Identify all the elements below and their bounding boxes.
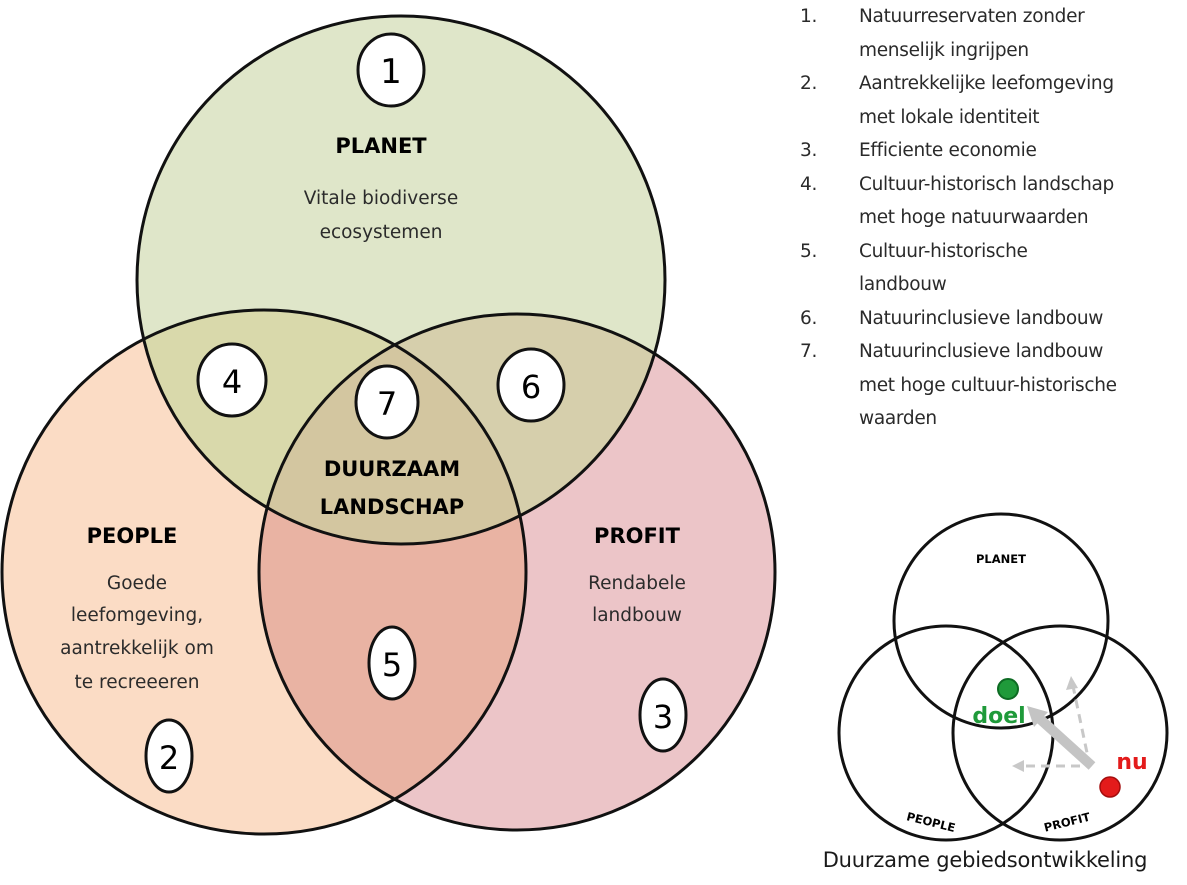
legend-item-number: 2.: [800, 73, 818, 94]
current-marker: [1099, 776, 1121, 798]
small-planet-circle: [892, 512, 1110, 730]
badge-number: 4: [222, 363, 242, 401]
legend-item-line: Natuurreservaten zonder: [859, 6, 1085, 27]
legend-item-line: met lokale identiteit: [859, 106, 1040, 128]
center-label-line: DUURZAAM: [324, 457, 460, 481]
legend-item-line: Aantrekkelijke leefomgeving: [859, 73, 1114, 94]
legend-item: 5. Cultuur-historische landbouw: [800, 235, 1187, 302]
legend-item-number: 5.: [800, 240, 818, 262]
legend-item: 6. Natuurinclusieve landbouw: [800, 302, 1187, 336]
badge-number: 2: [159, 739, 179, 777]
progress-arrow: [1027, 706, 1096, 770]
badge-6: 6: [496, 347, 566, 423]
goal-marker: [997, 678, 1019, 700]
badge-number: 7: [377, 385, 397, 423]
badge-circle: [356, 32, 426, 108]
profit-outer-outline: [257, 312, 777, 832]
badge-circle: [638, 677, 688, 753]
badge-circle: [496, 347, 566, 423]
planet-title: PLANET: [335, 134, 427, 158]
badge-number: 6: [521, 368, 541, 406]
legend-item-text: Aantrekkelijke leefomgeving met lokale id…: [859, 67, 1187, 134]
legend-item-text: Efficiente economie: [859, 134, 1187, 168]
small-planet-label: PLANET: [976, 552, 1026, 566]
legend-item-line: waarden: [859, 408, 937, 429]
legend-item-line: met hoge natuurwaarden: [859, 207, 1089, 228]
people-outer-outline: [0, 308, 528, 836]
legend-item-number: 6.: [800, 307, 818, 329]
people-description-line: te recreeeren: [75, 672, 200, 693]
small-profit-circle: [951, 624, 1169, 842]
profit-description-line: landbouw: [592, 605, 682, 626]
legend-item: 7. Natuurinclusieve landbouw met hoge cult…: [800, 335, 1187, 436]
people-description-line: leefomgeving,: [71, 605, 203, 626]
legend-item-text: Natuurinclusieve landbouw: [859, 302, 1187, 336]
legend-item-line: Efficiente economie: [859, 140, 1037, 161]
legend-item: 1. Natuurreservaten zonder menselijk ingri…: [800, 0, 1187, 67]
profit-title: PROFIT: [594, 524, 681, 548]
center-label-line: LANDSCHAP: [320, 495, 464, 519]
badge-circle: [367, 625, 417, 701]
badge-number: 1: [380, 52, 402, 92]
legend-item: 4. Cultuur-historisch landschap met hoge n…: [800, 168, 1187, 235]
legend-item-line: menselijk ingrijpen: [859, 39, 1029, 61]
legend-item-text: Cultuur-historisch landschap met hoge nat…: [859, 168, 1187, 235]
planet-description-line: Vitale biodiverse: [304, 188, 458, 209]
people-description-line: Goede: [107, 573, 167, 594]
badge-circle: [144, 718, 194, 794]
legend-item-number: 1.: [800, 6, 818, 27]
profit-description-line: Rendabele: [588, 573, 686, 594]
dashed-arrow-up: [1066, 676, 1092, 768]
badge-number: 3: [653, 698, 673, 736]
planet-description-line: ecosystemen: [320, 222, 443, 243]
goal-label: doel: [972, 704, 1025, 729]
legend-item-number: 3.: [800, 140, 818, 161]
legend-item-text: Natuurreservaten zonder menselijk ingrijp…: [859, 0, 1187, 67]
current-label: nu: [1116, 750, 1147, 775]
legend-item-line: Natuurinclusieve landbouw: [859, 341, 1104, 362]
dashed-arrow-left: [1012, 760, 1080, 772]
legend-item-line: met hoge cultuur-historische: [859, 374, 1117, 396]
people-description-line: aantrekkelijk om: [60, 638, 214, 659]
badge-3: 3: [638, 677, 688, 753]
planet-outline: [135, 14, 667, 546]
badge-5: 5: [367, 625, 417, 701]
legend-item-text: Natuurinclusieve landbouw met hoge cultuu…: [859, 335, 1187, 436]
badge-7: 7: [354, 364, 420, 440]
legend-item-text: Cultuur-historische landbouw: [859, 235, 1187, 302]
badge-circle: [196, 342, 268, 418]
legend-item-line: Cultuur-historische: [859, 240, 1028, 262]
badge-circle: [354, 364, 420, 440]
legend-item-line: landbouw: [859, 274, 947, 295]
small-people-label: PEOPLE: [905, 809, 957, 835]
small-profit-label: PROFIT: [1043, 810, 1092, 835]
center-overlap: [259, 314, 526, 544]
legend-item-line: Natuurinclusieve landbouw: [859, 307, 1104, 329]
badge-1: 1: [356, 32, 426, 108]
badge-4: 4: [196, 342, 268, 418]
main-venn-diagram: PLANET Vitale biodiverse ecosystemen PEO…: [0, 14, 777, 836]
legend-list: 1. Natuurreservaten zonder menselijk ingri…: [800, 0, 1187, 436]
badge-2: 2: [144, 718, 194, 794]
legend-item: 3. Efficiente economie: [800, 134, 1187, 168]
legend-item: 2. Aantrekkelijke leefomgeving met lokale …: [800, 67, 1187, 134]
people-title: PEOPLE: [87, 524, 178, 548]
legend-item-number: 4.: [800, 173, 818, 195]
legend-item-number: 7.: [800, 341, 818, 362]
small-diagram-caption: Duurzame gebiedsontwikkeling: [822, 848, 1148, 872]
legend-item-line: Cultuur-historisch landschap: [859, 173, 1114, 195]
badge-number: 5: [382, 646, 402, 684]
small-people-circle: [837, 624, 1055, 842]
